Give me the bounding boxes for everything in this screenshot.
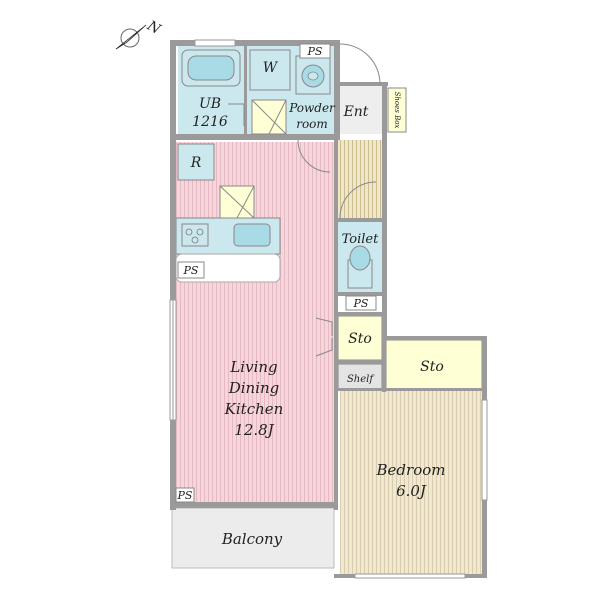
- washer-label: W: [263, 60, 279, 76]
- entrance-floor: [338, 86, 382, 134]
- powder-storage: [251, 99, 287, 135]
- washer-space: [249, 49, 291, 91]
- ldk-label-line2: Dining: [228, 379, 280, 397]
- hall-storage-label: Sto: [348, 331, 372, 347]
- bedroom-storage-label: Sto: [420, 359, 444, 375]
- refrigerator-label: R: [190, 155, 202, 171]
- ps-label-toilet: PS: [353, 297, 369, 310]
- ldk-label-line4: 12.8J: [234, 421, 274, 439]
- ldk-floor: [176, 142, 334, 502]
- powder-label-line2: room: [296, 117, 328, 131]
- ps-box-kitchen: [177, 261, 205, 279]
- toilet-label: Toilet: [342, 232, 379, 247]
- ldk-label-line3: Kitchen: [224, 400, 284, 418]
- windows: [169, 39, 488, 579]
- ub-label-line2: 1216: [192, 114, 228, 130]
- bedroom-floor: [340, 390, 482, 574]
- ps-label-kitchen: PS: [183, 264, 199, 277]
- balcony-label: Balcony: [221, 530, 283, 548]
- entrance-label: Ent: [343, 104, 369, 120]
- refrigerator-space: [177, 143, 215, 181]
- ps-box-balcony: [175, 487, 195, 503]
- washbasin-icon: [295, 55, 331, 95]
- bedroom-label-line1: Bedroom: [376, 461, 446, 479]
- north-label: N: [144, 17, 164, 38]
- shoe-box-label: Shoes Box: [393, 92, 401, 129]
- ub-label-line1: UB: [199, 96, 221, 112]
- bedroom-label-line2: 6.0J: [396, 482, 427, 500]
- toilet-bowl-icon: [347, 245, 373, 289]
- ldk-label-line1: Living: [229, 358, 277, 376]
- balcony-floor: [171, 507, 335, 569]
- shelf-label: Shelf: [347, 374, 375, 385]
- ps-box-top: [299, 43, 331, 59]
- compass: N: [115, 17, 164, 50]
- bathtub-icon: [181, 49, 241, 87]
- bedroom-storage: [385, 339, 483, 391]
- ps-box-toilet: [345, 295, 377, 311]
- hallway-floor: [338, 140, 382, 220]
- ps-label-balcony: PS: [177, 489, 193, 502]
- ps-label-top: PS: [307, 45, 323, 58]
- stove-icon: [181, 223, 209, 247]
- kitchen-sink-icon: [233, 223, 271, 247]
- shoe-box: [387, 87, 407, 133]
- powder-label-line1: Powder: [288, 101, 336, 115]
